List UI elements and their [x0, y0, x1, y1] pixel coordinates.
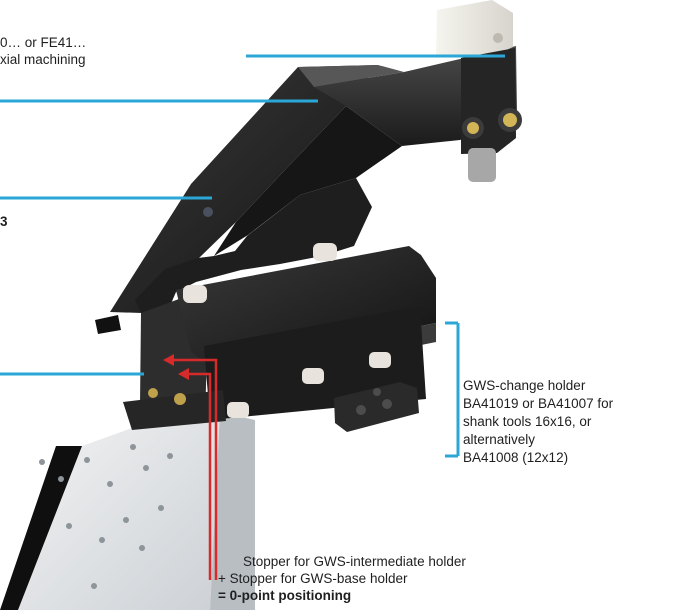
stopper-caption: Stopper for GWS-intermediate holder + St…	[218, 553, 466, 604]
left-number-label: 3	[0, 214, 8, 229]
top-tool-holder	[436, 0, 522, 182]
stopper-caption-line-1: Stopper for GWS-intermediate holder	[243, 554, 466, 569]
gws-change-line-3: shank tools 16x16, or	[463, 414, 592, 429]
top-left-caption: 0… or FE41… xial machining	[0, 34, 86, 68]
machine-body	[95, 46, 517, 432]
base-rail	[0, 405, 255, 610]
gws-change-caption: GWS-change holder BA41019 or BA41007 for…	[463, 377, 673, 467]
gws-change-line-1: GWS-change holder	[463, 378, 586, 393]
stopper-arrows	[163, 354, 218, 580]
top-left-caption-line-2: xial machining	[0, 52, 86, 67]
top-left-caption-line-1: 0… or FE41…	[0, 35, 87, 50]
callout-lines	[0, 54, 505, 458]
gws-change-line-4: alternatively	[463, 432, 536, 447]
gws-change-line-5: BA41008 (12x12)	[463, 450, 569, 465]
stopper-caption-line-3: = 0-point positioning	[218, 588, 352, 603]
gws-change-line-2: BA41019 or BA41007 for	[463, 396, 614, 411]
stopper-caption-line-2: + Stopper for GWS-base holder	[218, 571, 408, 586]
